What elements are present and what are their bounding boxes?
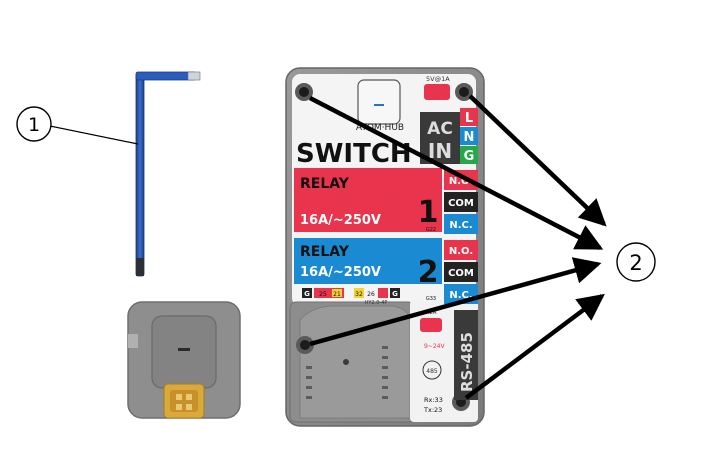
relay-1-com-label: COM	[448, 198, 474, 209]
header-pin-25: 25	[319, 291, 327, 298]
relay-2-nc-label: N.C.	[449, 290, 472, 301]
rs485-section: RS-485 0.2A 9~24V 485 Rx:33 Tx:23	[420, 310, 478, 414]
hex-key-wrench	[135, 71, 201, 277]
relay-1-gpio: G22	[426, 227, 436, 233]
header-pin-26: 26	[367, 291, 375, 298]
terminal-g-label: G	[464, 149, 475, 164]
relay-2-com-terminal	[444, 262, 478, 282]
relay-1-com-terminal	[444, 192, 478, 212]
screw-hole-bottom-left	[296, 336, 314, 354]
callout-2-number: 2	[629, 251, 642, 275]
header-g-right: G	[392, 290, 398, 298]
rs485-current: 0.2A	[424, 310, 437, 316]
brand-label: ATOM·HUB	[356, 123, 404, 133]
relay-1-number: 1	[418, 195, 439, 230]
relay-2-no-label: N.O.	[449, 246, 473, 257]
header-pin-32: 32	[355, 291, 363, 298]
ac-in-block	[420, 112, 460, 164]
rs485-label: RS-485	[458, 332, 476, 392]
product-title: SWITCH	[296, 139, 412, 169]
terminal-l-label: L	[465, 111, 473, 126]
header-pin-21: 21	[333, 291, 341, 298]
arrow-to-screw-bottom-left	[309, 257, 602, 347]
atom-controller-module	[127, 301, 241, 419]
rs485-chip-label: 485	[426, 368, 438, 375]
relay-1-no-label: N.O.	[449, 176, 473, 187]
callout-1-circle	[16, 106, 52, 142]
arrow-to-screw-bottom-right	[464, 293, 605, 400]
screw-hole-top-left	[295, 83, 313, 101]
atom-hub-switch-device: ATOM·HUB SWITCH 5V@1A AC IN L N G RELAY …	[285, 67, 485, 427]
header-port-label: HY2.0-4P	[365, 300, 388, 306]
callout-1-leader	[49, 125, 139, 145]
vent-slots	[306, 346, 388, 399]
relay-1-rating: 16A/~250V	[300, 213, 381, 228]
callout-2: 2	[308, 94, 656, 400]
terminal-l	[460, 108, 478, 126]
relay-1-panel	[294, 168, 442, 232]
callout-1-number: 1	[28, 114, 40, 136]
relay-2-panel	[294, 238, 442, 284]
terminal-g	[460, 146, 478, 164]
gpio-header-strip: G 25 21 32 26 G HY2.0-4P	[302, 288, 400, 306]
ac-in-label: AC	[427, 119, 453, 139]
rs485-power-badge	[420, 318, 442, 332]
relay-2-number: 2	[418, 255, 439, 290]
terminal-n-label: N	[464, 130, 475, 145]
relay-2-gpio: G33	[426, 296, 436, 302]
rs485-tx: Tx:23	[423, 406, 442, 414]
arrow-to-screw-top-right	[468, 94, 607, 227]
power-badge	[424, 84, 450, 100]
callout-1: 1	[16, 106, 139, 145]
relay-2-com-label: COM	[448, 268, 474, 279]
relay-1-no-terminal	[444, 170, 478, 190]
screw-hole-top-right	[455, 83, 473, 101]
relay-2-label: RELAY	[300, 244, 350, 260]
relay-1-nc-terminal	[444, 214, 478, 234]
header-g-left: G	[304, 290, 310, 298]
relay-2-rating: 16A/~250V	[300, 265, 381, 280]
rs485-rx: Rx:33	[424, 396, 443, 404]
relay-1-nc-label: N.C.	[449, 220, 472, 231]
arrow-to-screw-top-left	[308, 96, 604, 250]
atom-slot	[357, 79, 401, 125]
usb-c-port-icon	[163, 383, 205, 419]
led-slot	[178, 348, 190, 351]
rs485-voltage: 9~24V	[424, 343, 445, 350]
rs485-chip-icon	[422, 360, 442, 380]
callout-2-circle	[616, 242, 656, 282]
terminal-n	[460, 127, 478, 145]
power-input-label: 5V@1A	[426, 75, 450, 83]
relay-1-label: RELAY	[300, 176, 350, 192]
relay-2-no-terminal	[444, 240, 478, 260]
